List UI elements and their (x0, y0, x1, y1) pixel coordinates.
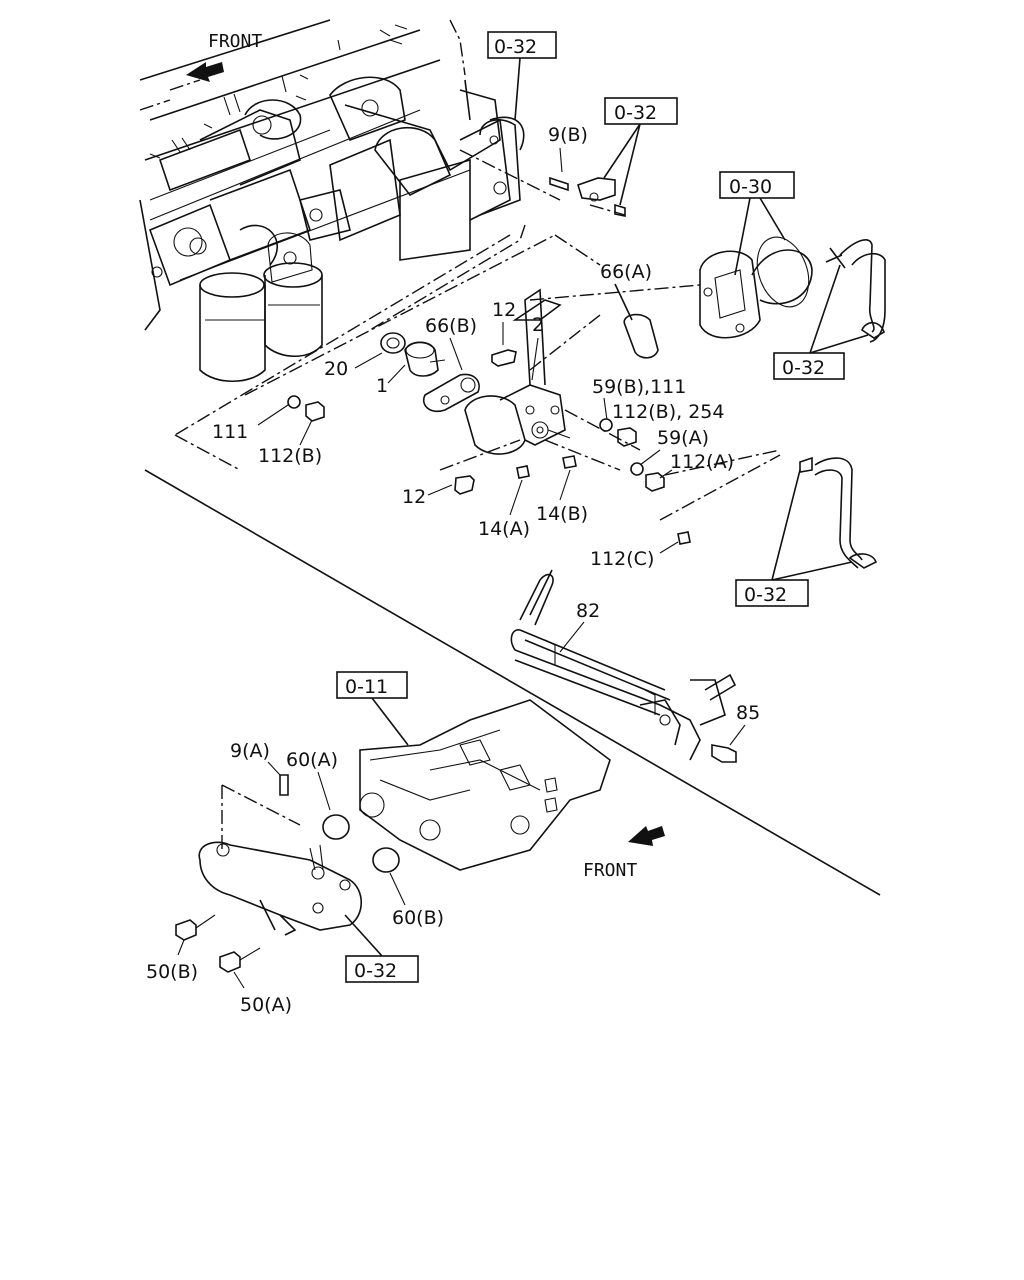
part-66b-gasket: 66(B) (423, 315, 480, 413)
label-9b: 9(B) (548, 124, 588, 146)
part-12-upper: 12 2 (491, 299, 544, 381)
label-9a: 9(A) (230, 740, 270, 762)
label-85: 85 (736, 702, 760, 724)
label-59b-111: 59(B),111 (592, 376, 686, 398)
ref-0-32-bottom-text: 0-32 (354, 960, 397, 982)
part-85-bolt: 85 (711, 702, 760, 763)
part-1-thermostat: 1 (376, 341, 446, 397)
part-12-lower: 12 (402, 475, 475, 508)
ref-0-32-bottom: 0-32 (344, 914, 419, 983)
part-50b-bolt: 50(B) (146, 914, 216, 983)
label-66a: 66(A) (600, 261, 652, 283)
part-14a: 14(A) (478, 465, 530, 540)
front-label-bottom: FRONT (583, 860, 637, 881)
part-50a-bolt: 50(A) (219, 947, 292, 1016)
label-59a: 59(A) (657, 427, 709, 449)
engine-block-illustration (139, 19, 525, 382)
front-arrow-bottom: FRONT (583, 826, 665, 881)
label-112a: 112(A) (670, 451, 734, 473)
section-divider-line (144, 469, 881, 896)
part-60b-oring: 60(B) (372, 847, 444, 929)
part-112b-left: 112(B) (258, 401, 325, 467)
part-111-left: 111 (212, 395, 301, 443)
ref-0-32-bracket-text: 0-32 (614, 102, 657, 124)
label-1: 1 (376, 375, 388, 397)
label-111: 111 (212, 421, 248, 443)
part-82-pipe-assembly: 82 (510, 569, 737, 761)
ref-0-32-top: 0-32 (487, 31, 557, 121)
thermostat-housing (464, 288, 571, 455)
front-arrow-icon-top (186, 62, 224, 82)
front-arrow-top: FRONT (186, 31, 262, 82)
water-hose-upper: 0-32 (773, 239, 886, 380)
part-60a-oring: 60(A) (286, 749, 350, 840)
label-20: 20 (324, 358, 348, 380)
water-inlet-pipe (198, 784, 363, 936)
label-60a: 60(A) (286, 749, 338, 771)
label-66b: 66(B) (425, 315, 477, 337)
part-112c: 112(C) (590, 531, 691, 570)
label-50a: 50(A) (240, 994, 292, 1016)
part-9a-stud: 9(A) (230, 740, 289, 796)
part-112a: 112(A) (645, 451, 734, 492)
label-14b: 14(B) (536, 503, 588, 525)
label-60b: 60(B) (392, 907, 444, 929)
part-59b-111: 59(B),111 (592, 376, 686, 432)
bracket-0-32: 0-32 (577, 97, 678, 217)
part-59a: 59(A) (630, 427, 709, 476)
ref-0-32-mid-right-text: 0-32 (744, 584, 787, 606)
label-12-lower: 12 (402, 486, 426, 508)
cylinder-head: 0-11 (336, 671, 611, 871)
ref-0-30-text: 0-30 (729, 176, 772, 198)
label-112b-254: 112(B), 254 (612, 401, 724, 423)
water-pump-housing: 0-30 (699, 171, 813, 339)
label-12-upper: 12 (492, 299, 516, 321)
water-outlet-pipe (479, 119, 521, 216)
front-label-top: FRONT (208, 31, 262, 52)
label-112b-left: 112(B) (258, 445, 322, 467)
label-112c: 112(C) (590, 548, 654, 570)
front-arrow-icon-bottom (628, 826, 665, 846)
water-hose-lower: 0-32 (735, 456, 878, 607)
guide-lines-top (139, 19, 781, 521)
part-20-seal: 20 (324, 332, 406, 380)
part-9b-stud: 9(B) (548, 124, 588, 192)
ref-0-32-top-text: 0-32 (494, 36, 537, 58)
ref-0-32-right-text: 0-32 (782, 357, 825, 379)
label-82: 82 (576, 600, 600, 622)
ref-0-11-text: 0-11 (345, 676, 388, 698)
label-50b: 50(B) (146, 961, 198, 983)
label-2: 2 (532, 314, 544, 336)
label-14a: 14(A) (478, 518, 530, 540)
part-66a-gasket: 66(A) (600, 261, 659, 359)
part-14b: 14(B) (536, 455, 588, 525)
part-112b-254: 112(B), 254 (612, 401, 724, 447)
